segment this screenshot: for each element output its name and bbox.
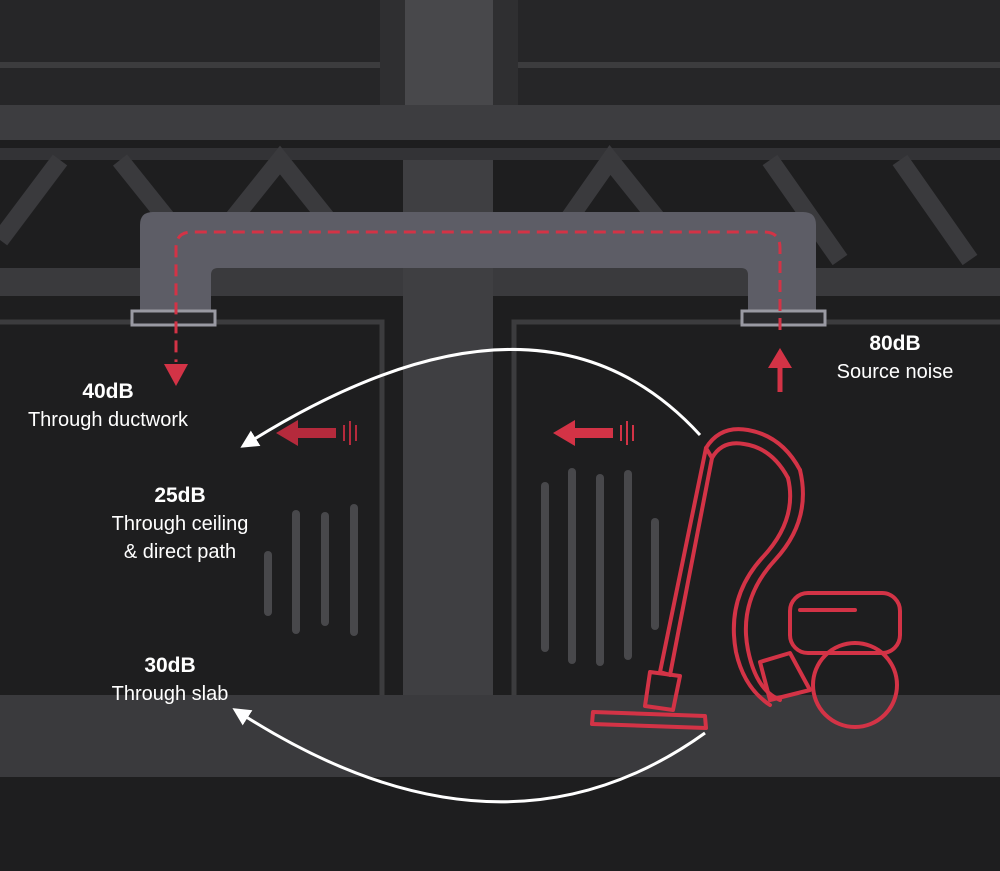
down-arrow-icon xyxy=(164,364,188,386)
ceiling-desc-line2: & direct path xyxy=(123,541,237,563)
label-source-noise: 80dB Source noise xyxy=(800,330,990,386)
sound-wave-icon xyxy=(264,468,659,666)
slab-arc-arrow xyxy=(232,708,706,804)
duct-arrows xyxy=(164,348,792,392)
floor-slab xyxy=(0,695,1000,777)
arrow-icon xyxy=(276,420,357,446)
label-ductwork: 40dB Through ductwork xyxy=(8,378,208,434)
room-walls xyxy=(0,319,1000,695)
duct-vent-left xyxy=(130,309,217,327)
transmission-arrows xyxy=(232,348,706,804)
label-ceiling: 25dB Through ceiling & direct path xyxy=(90,482,270,566)
up-arrow-icon xyxy=(768,348,792,368)
duct-vent-right xyxy=(740,309,827,327)
upper-structure xyxy=(0,0,1000,160)
slab-desc: Through slab xyxy=(111,683,229,705)
slab-level: 30dB xyxy=(144,654,196,677)
ductwork-level: 40dB xyxy=(82,380,134,403)
ductwork-desc: Through ductwork xyxy=(27,409,189,431)
vacuum-cleaner-icon xyxy=(590,427,902,730)
ceiling-desc-line1: Through ceiling xyxy=(111,513,249,535)
ceiling-arc-arrow xyxy=(240,348,702,448)
label-slab: 30dB Through slab xyxy=(80,652,260,708)
direct-path-arrows xyxy=(276,420,634,446)
ceiling-level: 25dB xyxy=(154,484,206,507)
duct xyxy=(130,212,827,362)
source-desc: Source noise xyxy=(836,361,954,383)
arrow-icon xyxy=(553,420,634,446)
source-level: 80dB xyxy=(869,332,921,355)
